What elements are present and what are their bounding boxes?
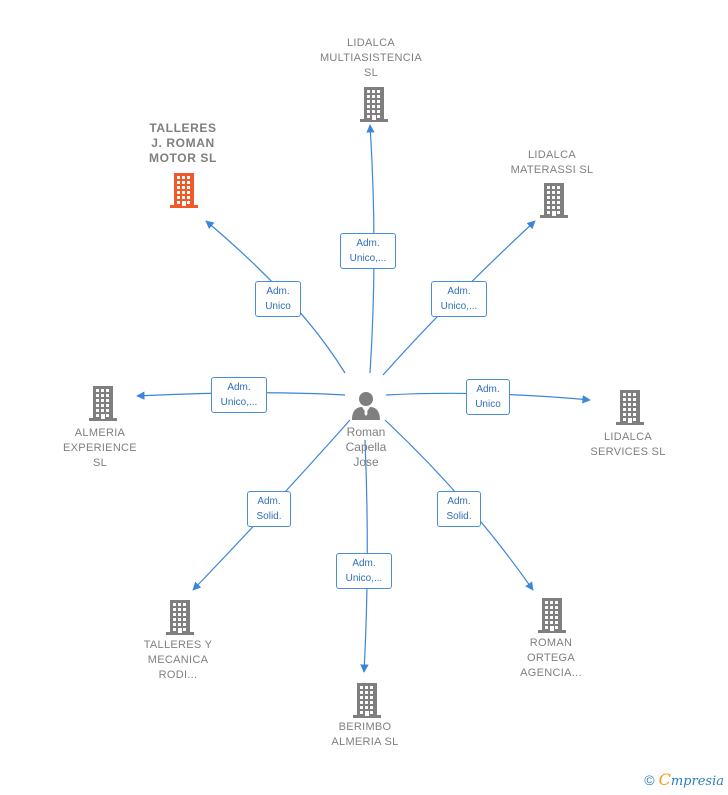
company-label-almeria-experience[interactable]: ALMERIA EXPERIENCE SL bbox=[63, 427, 137, 469]
role-badge-talleres-j-roman[interactable]: Adm. Unico bbox=[255, 281, 301, 317]
building-icon-lidalca-multiasistencia[interactable] bbox=[358, 86, 390, 122]
company-label-berimbo-almeria[interactable]: BERIMBO ALMERIA SL bbox=[331, 721, 399, 748]
building-icon-roman-ortega[interactable] bbox=[536, 597, 568, 633]
role-badge-talleres-y-mecanica[interactable]: Adm. Solid. bbox=[247, 491, 291, 527]
building-icon-lidalca-services[interactable] bbox=[614, 389, 646, 425]
center-person-name[interactable]: Roman Capella Jose bbox=[345, 425, 387, 469]
company-label-talleres-j-roman[interactable]: TALLERES J. ROMAN MOTOR SL bbox=[149, 121, 217, 165]
company-label-lidalca-materassi[interactable]: LIDALCA MATERASSI SL bbox=[510, 149, 594, 176]
company-label-lidalca-multiasistencia[interactable]: LIDALCA MULTIASISTENCIA SL bbox=[319, 37, 423, 79]
building-icon-talleres-y-mecanica[interactable] bbox=[164, 599, 196, 635]
footer-brand: ©Cmpresia bbox=[644, 770, 724, 789]
person-icon[interactable] bbox=[350, 389, 382, 421]
building-icon-berimbo-almeria[interactable] bbox=[351, 682, 383, 718]
brand-logo-text: mpresia bbox=[670, 774, 724, 789]
company-label-roman-ortega[interactable]: ROMAN ORTEGA AGENCIA... bbox=[520, 637, 582, 679]
copyright-symbol: © bbox=[644, 772, 655, 788]
role-badge-berimbo-almeria[interactable]: Adm. Unico,... bbox=[336, 553, 392, 589]
company-label-talleres-y-mecanica[interactable]: TALLERES Y MECANICA RODI... bbox=[143, 639, 213, 681]
role-badge-roman-ortega[interactable]: Adm. Solid. bbox=[437, 491, 481, 527]
building-icon-almeria-experience[interactable] bbox=[87, 385, 119, 421]
role-badge-almeria-experience[interactable]: Adm. Unico,... bbox=[211, 377, 267, 413]
company-label-lidalca-services[interactable]: LIDALCA SERVICES SL bbox=[590, 431, 666, 458]
building-icon-lidalca-materassi[interactable] bbox=[538, 182, 570, 218]
role-badge-lidalca-multiasistencia[interactable]: Adm. Unico,... bbox=[340, 233, 396, 269]
role-badge-lidalca-materassi[interactable]: Adm. Unico,... bbox=[431, 281, 487, 317]
brand-logo-letter: C bbox=[658, 770, 671, 789]
role-badge-lidalca-services[interactable]: Adm. Unico bbox=[466, 379, 510, 415]
building-icon-talleres-j-roman[interactable] bbox=[168, 172, 200, 208]
